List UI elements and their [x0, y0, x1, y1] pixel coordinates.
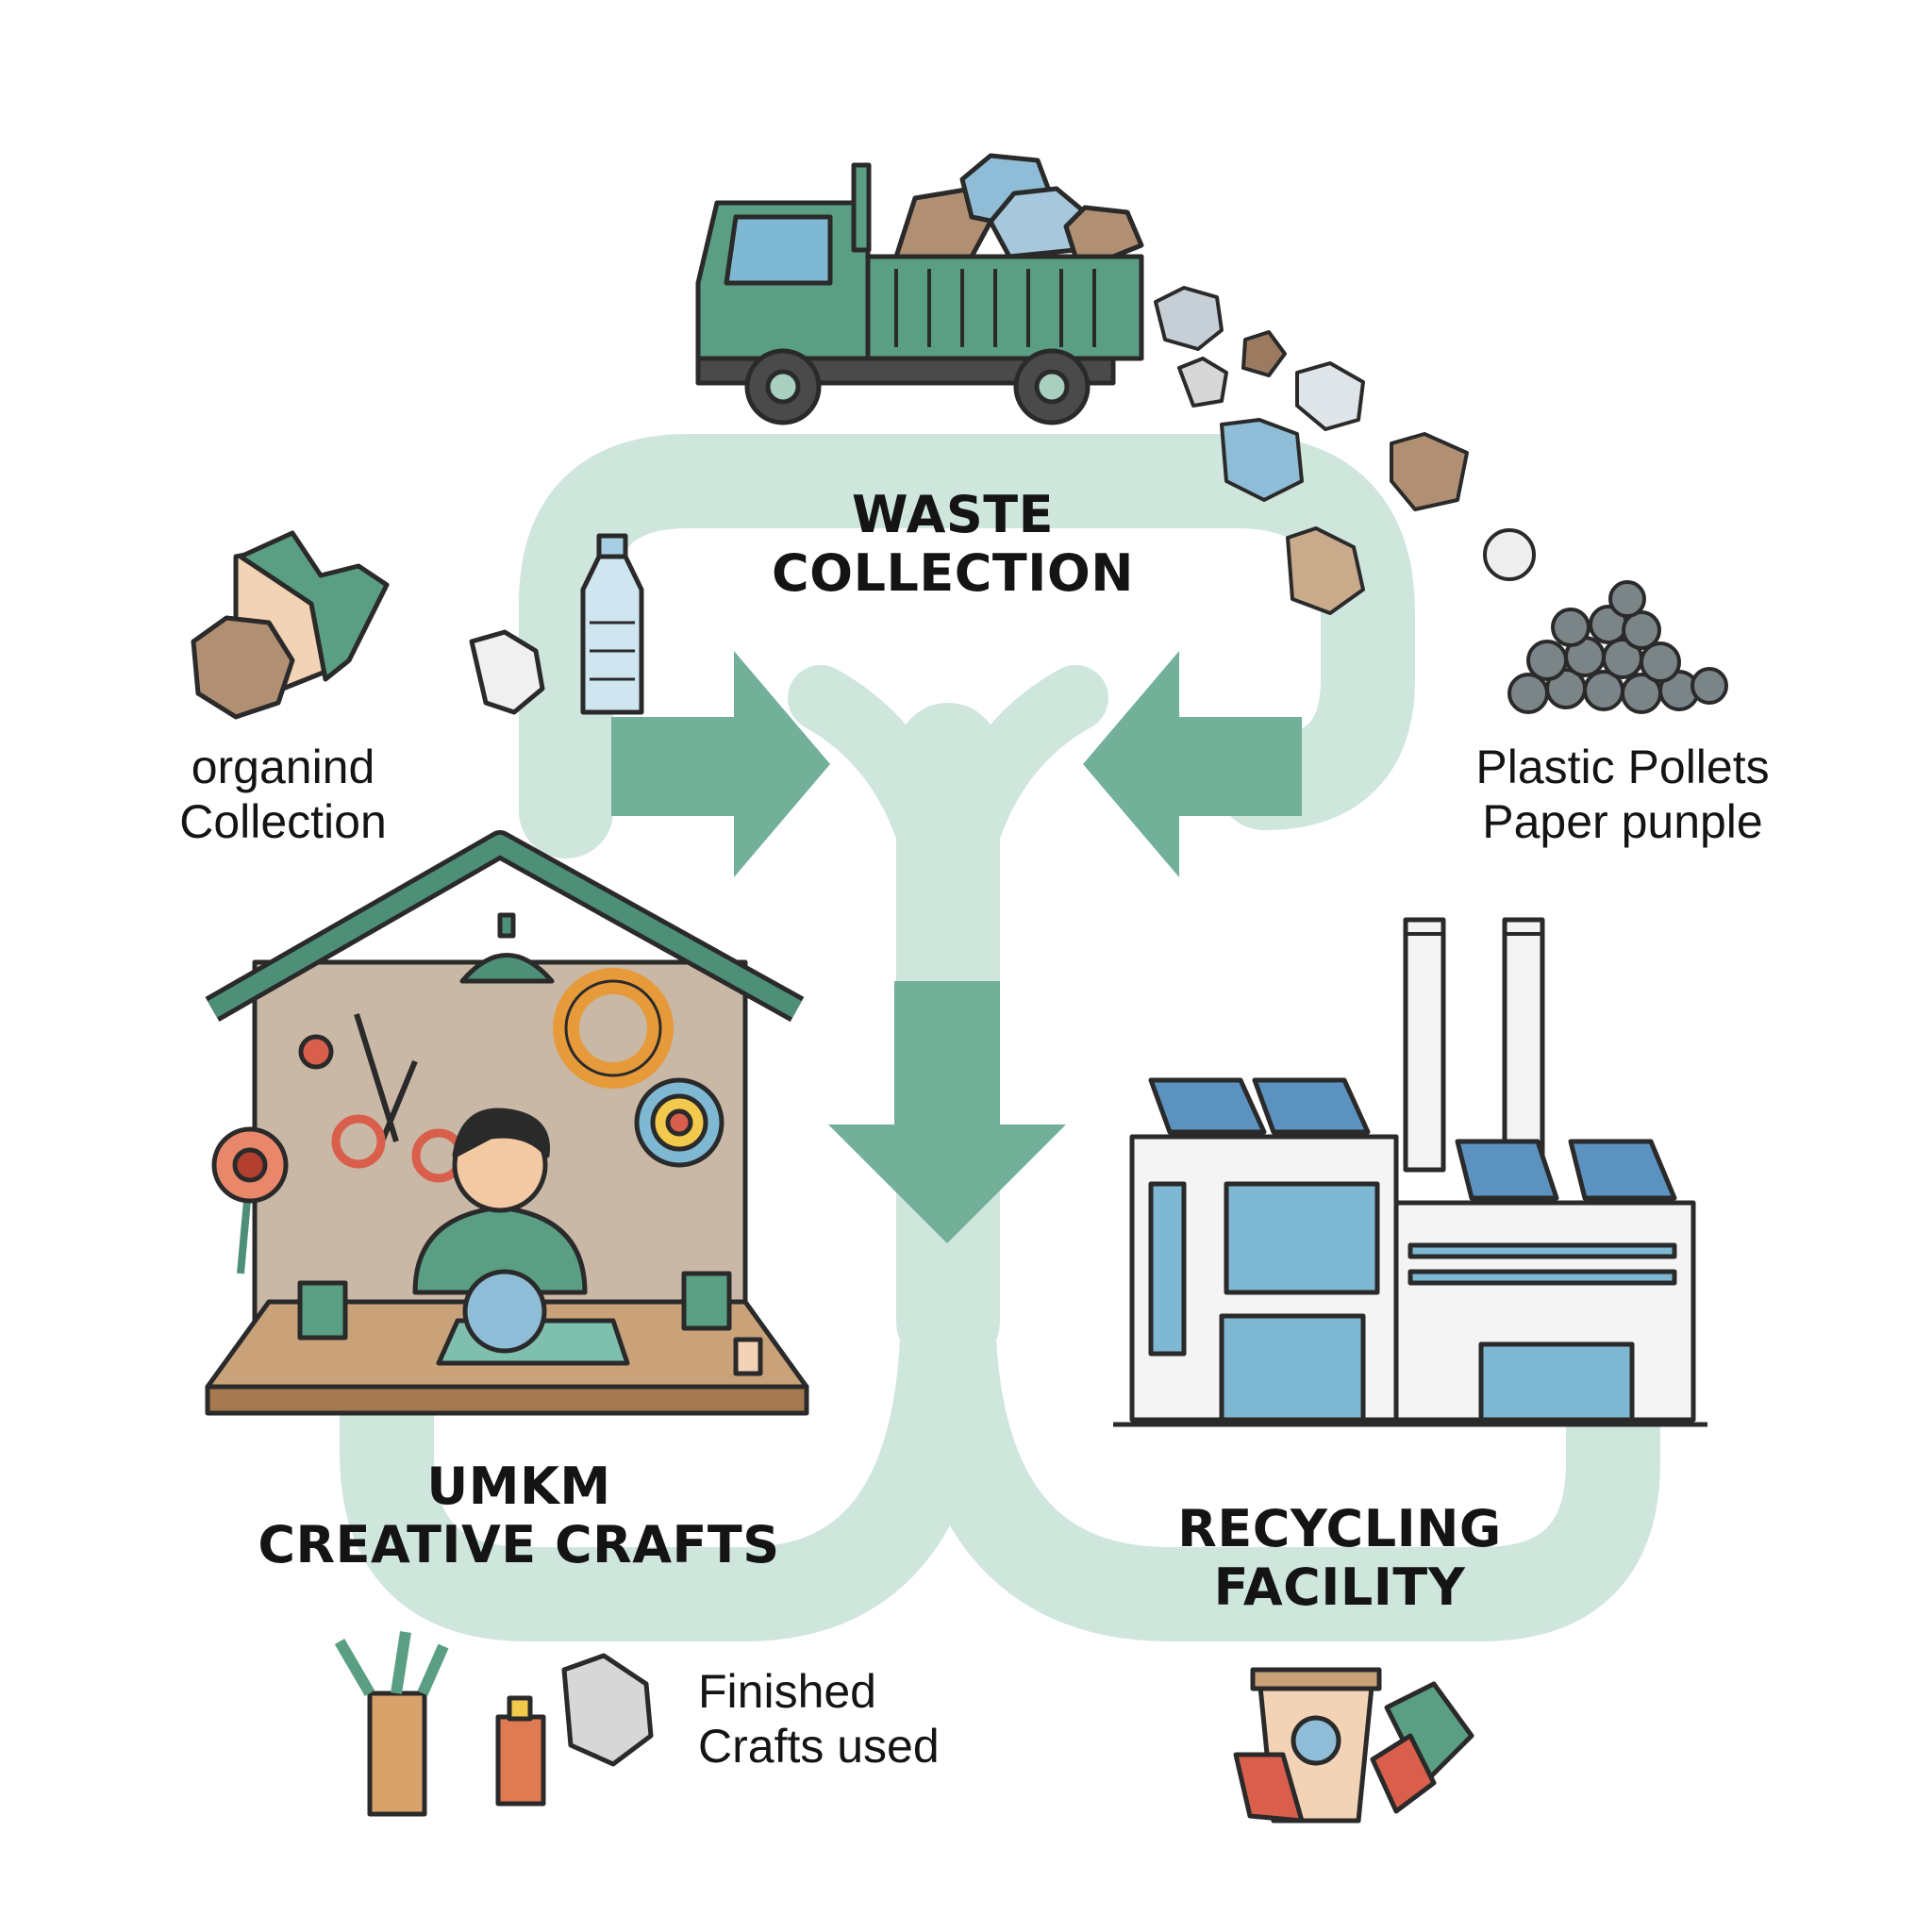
artisan-person	[412, 1108, 588, 1295]
waste-collection-line2: COLLECTION	[772, 543, 1134, 604]
recycling-factory	[1113, 917, 1707, 1427]
split-right-band	[929, 665, 1108, 882]
garbage-truck-icon	[695, 153, 1144, 425]
left-pointing-arrow	[1083, 651, 1302, 877]
organic-line2: Collection	[179, 794, 387, 848]
split-left-band	[788, 665, 967, 882]
upper-loop-band	[519, 434, 1415, 858]
note-plastic-pellets: Plastic Pollets Paper punple	[1434, 741, 1811, 849]
flow-arrows	[611, 651, 1302, 1243]
down-pointing-arrow	[828, 981, 1066, 1243]
pellets-line2: Paper punple	[1482, 794, 1763, 848]
scattered-trash	[1154, 286, 1536, 615]
pellets-line1: Plastic Pollets	[1475, 741, 1770, 793]
workshop-house	[205, 830, 809, 1416]
striped-gift-box-icon	[367, 1690, 427, 1817]
lamp-icon	[497, 912, 516, 939]
plastic-bottle-icon	[580, 533, 644, 715]
solar-panel-icons	[1148, 1077, 1677, 1201]
recycle-bin-icon	[1233, 1667, 1474, 1824]
organic-waste-icon	[191, 530, 545, 720]
right-pointing-arrow	[611, 651, 830, 877]
note-organic-collection: organind Collection	[142, 741, 425, 849]
recycling-line1: RECYCLING	[1177, 1499, 1502, 1558]
flower-icon	[211, 1126, 289, 1274]
glue-bottle-icon	[733, 1337, 763, 1376]
umkm-line1: UMKM	[426, 1457, 611, 1516]
right-lower-band	[901, 1255, 1660, 1641]
finished-crafts-icons	[334, 1631, 654, 1817]
finished-line2: Crafts used	[698, 1719, 940, 1773]
waste-collection-line1: WASTE	[851, 485, 1055, 544]
plastic-pellets-icon	[1507, 580, 1728, 714]
flower-cup-icon	[681, 1271, 732, 1331]
note-finished-crafts: Finished Crafts used	[698, 1665, 1000, 1774]
stage-title-waste-collection: WASTE COLLECTION	[736, 485, 1170, 604]
finished-line1: Finished	[698, 1665, 876, 1718]
crumpled-paper-icon	[561, 1653, 654, 1767]
pencil-cup-icon	[297, 1280, 348, 1341]
umkm-line2: CREATIVE CRAFTS	[258, 1515, 780, 1575]
flow-bands	[340, 434, 1660, 1641]
stage-title-recycling: RECYCLING FACILITY	[1127, 1499, 1552, 1618]
glue-bottle-icon-2	[495, 1714, 546, 1807]
stage-title-umkm: UMKM CREATIVE CRAFTS	[236, 1457, 802, 1574]
organic-line1: organind	[191, 741, 375, 793]
recycling-line2: FACILITY	[1213, 1557, 1466, 1618]
